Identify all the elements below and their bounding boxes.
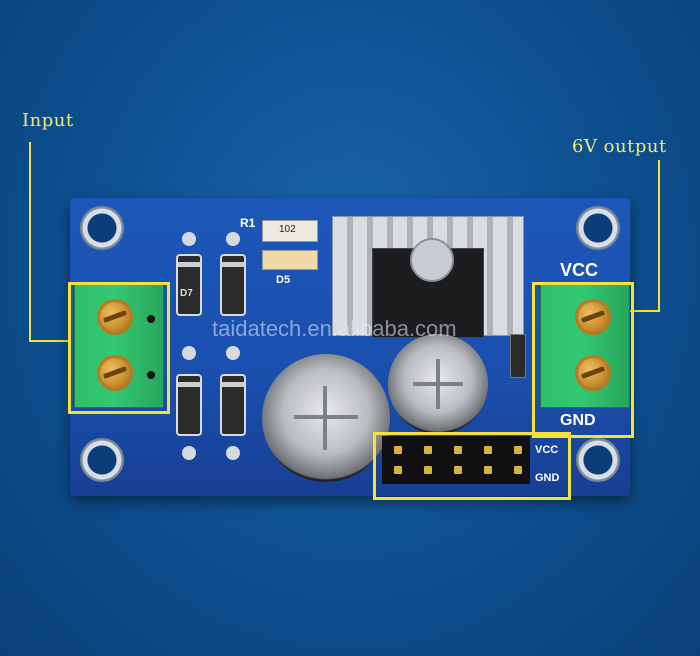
- diode-2: [222, 256, 244, 314]
- input-terminal-notch-2: [147, 371, 155, 379]
- diode-3: [178, 376, 200, 434]
- header-highlight-box: [373, 432, 571, 500]
- diode-4: [222, 376, 244, 434]
- diode-1: [178, 256, 200, 314]
- output-highlight-box: [532, 282, 634, 438]
- silk-gnd-header: GND: [535, 472, 560, 484]
- resistor-r1: 102: [262, 220, 318, 242]
- input-label: Input: [22, 110, 74, 131]
- header-pin: [514, 446, 522, 454]
- resistor-r1-value: 102: [279, 224, 296, 235]
- silk-diode: D7: [180, 288, 193, 299]
- input-leader-horizontal: [29, 340, 71, 342]
- header-pin: [454, 466, 462, 474]
- output-leader-vertical: [658, 160, 660, 312]
- output-label: 6V output: [572, 136, 667, 157]
- watermark: taidatech.en.alibaba.com: [212, 316, 457, 341]
- diode-pad-4: [226, 346, 240, 360]
- header-pin: [424, 446, 432, 454]
- diode-pad-6: [226, 446, 240, 460]
- diode-pad-5: [182, 446, 196, 460]
- diode-pad-2: [226, 232, 240, 246]
- header-pin: [484, 466, 492, 474]
- output-leader-horizontal: [630, 310, 660, 312]
- mounting-hole-bottom-right: [576, 438, 620, 482]
- capacitor-large: [262, 354, 390, 482]
- silk-vcc-terminal: VCC: [560, 260, 599, 280]
- smd-component: [510, 334, 526, 378]
- input-terminal-notch-1: [147, 315, 155, 323]
- regulator-tab: [410, 238, 454, 282]
- header-pin: [514, 466, 522, 474]
- capacitor-small: [388, 334, 488, 434]
- regulator-pcb-board: R1 102 D5 D7 VCC GND VCC GND: [70, 198, 630, 496]
- input-screw-2: [97, 355, 133, 391]
- header-pin: [484, 446, 492, 454]
- silk-gnd-terminal: GND: [560, 412, 596, 429]
- diode-pad-1: [182, 232, 196, 246]
- input-screw-1: [97, 299, 133, 335]
- input-leader-vertical: [29, 142, 31, 342]
- output-screw-terminal: [540, 284, 630, 408]
- silk-d5: D5: [276, 274, 291, 286]
- input-highlight-box: [68, 282, 170, 414]
- input-screw-terminal: [74, 284, 164, 408]
- header-pin: [424, 466, 432, 474]
- mounting-hole-top-left: [80, 206, 124, 250]
- mounting-hole-top-right: [576, 206, 620, 250]
- mounting-hole-bottom-left: [80, 438, 124, 482]
- header-pin: [394, 466, 402, 474]
- led-d5: [262, 250, 318, 270]
- silk-r1: R1: [240, 216, 256, 230]
- diode-pad-3: [182, 346, 196, 360]
- silk-vcc-header: VCC: [535, 444, 559, 456]
- pin-header: [382, 436, 530, 484]
- header-pin: [454, 446, 462, 454]
- output-screw-1: [575, 299, 611, 335]
- header-pin: [394, 446, 402, 454]
- output-screw-2: [575, 355, 611, 391]
